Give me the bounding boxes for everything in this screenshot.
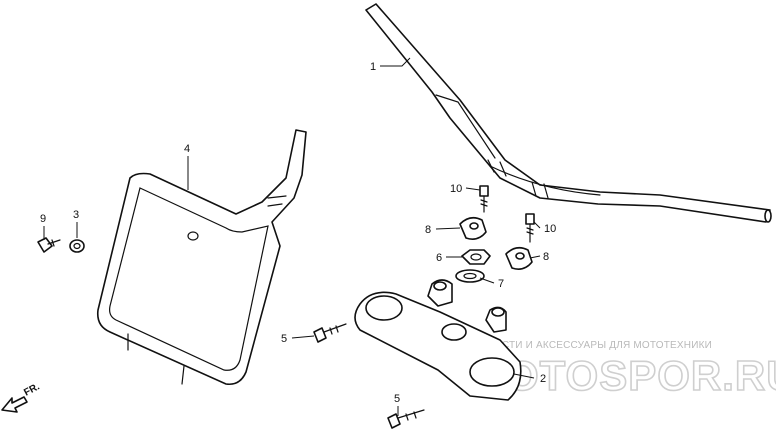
handlebar-holder-upper-right xyxy=(505,246,533,270)
callout-6: 6 xyxy=(436,252,442,264)
handlebar xyxy=(365,3,772,223)
bolt-5-left xyxy=(313,323,347,343)
callout-9: 9 xyxy=(40,213,46,225)
bolt-10-right xyxy=(525,213,535,243)
leader-lines xyxy=(43,57,541,416)
callouts: 1 4 9 3 10 8 10 6 8 7 5 2 5 xyxy=(40,61,556,405)
watermark-tagline: ЗАПЧАСТИ И АКСЕССУАРЫ ДЛЯ МОТОТЕХНИКИ xyxy=(468,340,712,351)
callout-8-left: 8 xyxy=(425,224,431,236)
collar-3 xyxy=(69,239,85,253)
callout-3: 3 xyxy=(73,209,79,221)
callout-7: 7 xyxy=(498,278,504,290)
nut-6 xyxy=(461,249,491,265)
bolt-10-left xyxy=(479,185,489,213)
washer-7 xyxy=(455,269,485,283)
front-direction-label: FR. xyxy=(22,381,42,398)
front-direction-arrow-icon xyxy=(1,396,28,413)
callout-10-right: 10 xyxy=(544,223,556,235)
callout-5-bottom: 5 xyxy=(394,393,400,405)
handlebar-holder-upper-left xyxy=(459,216,487,240)
callout-2: 2 xyxy=(540,373,546,385)
callout-10-left: 10 xyxy=(450,183,462,195)
number-plate xyxy=(96,129,307,386)
bolt-5-bottom xyxy=(387,409,425,429)
front-direction-indicator: FR. xyxy=(1,381,42,413)
bolt-9 xyxy=(37,237,61,253)
callout-5-left: 5 xyxy=(281,333,287,345)
callout-1: 1 xyxy=(370,61,376,73)
upper-triple-clamp xyxy=(354,279,522,401)
callout-4: 4 xyxy=(184,143,190,155)
callout-8-right: 8 xyxy=(543,251,549,263)
